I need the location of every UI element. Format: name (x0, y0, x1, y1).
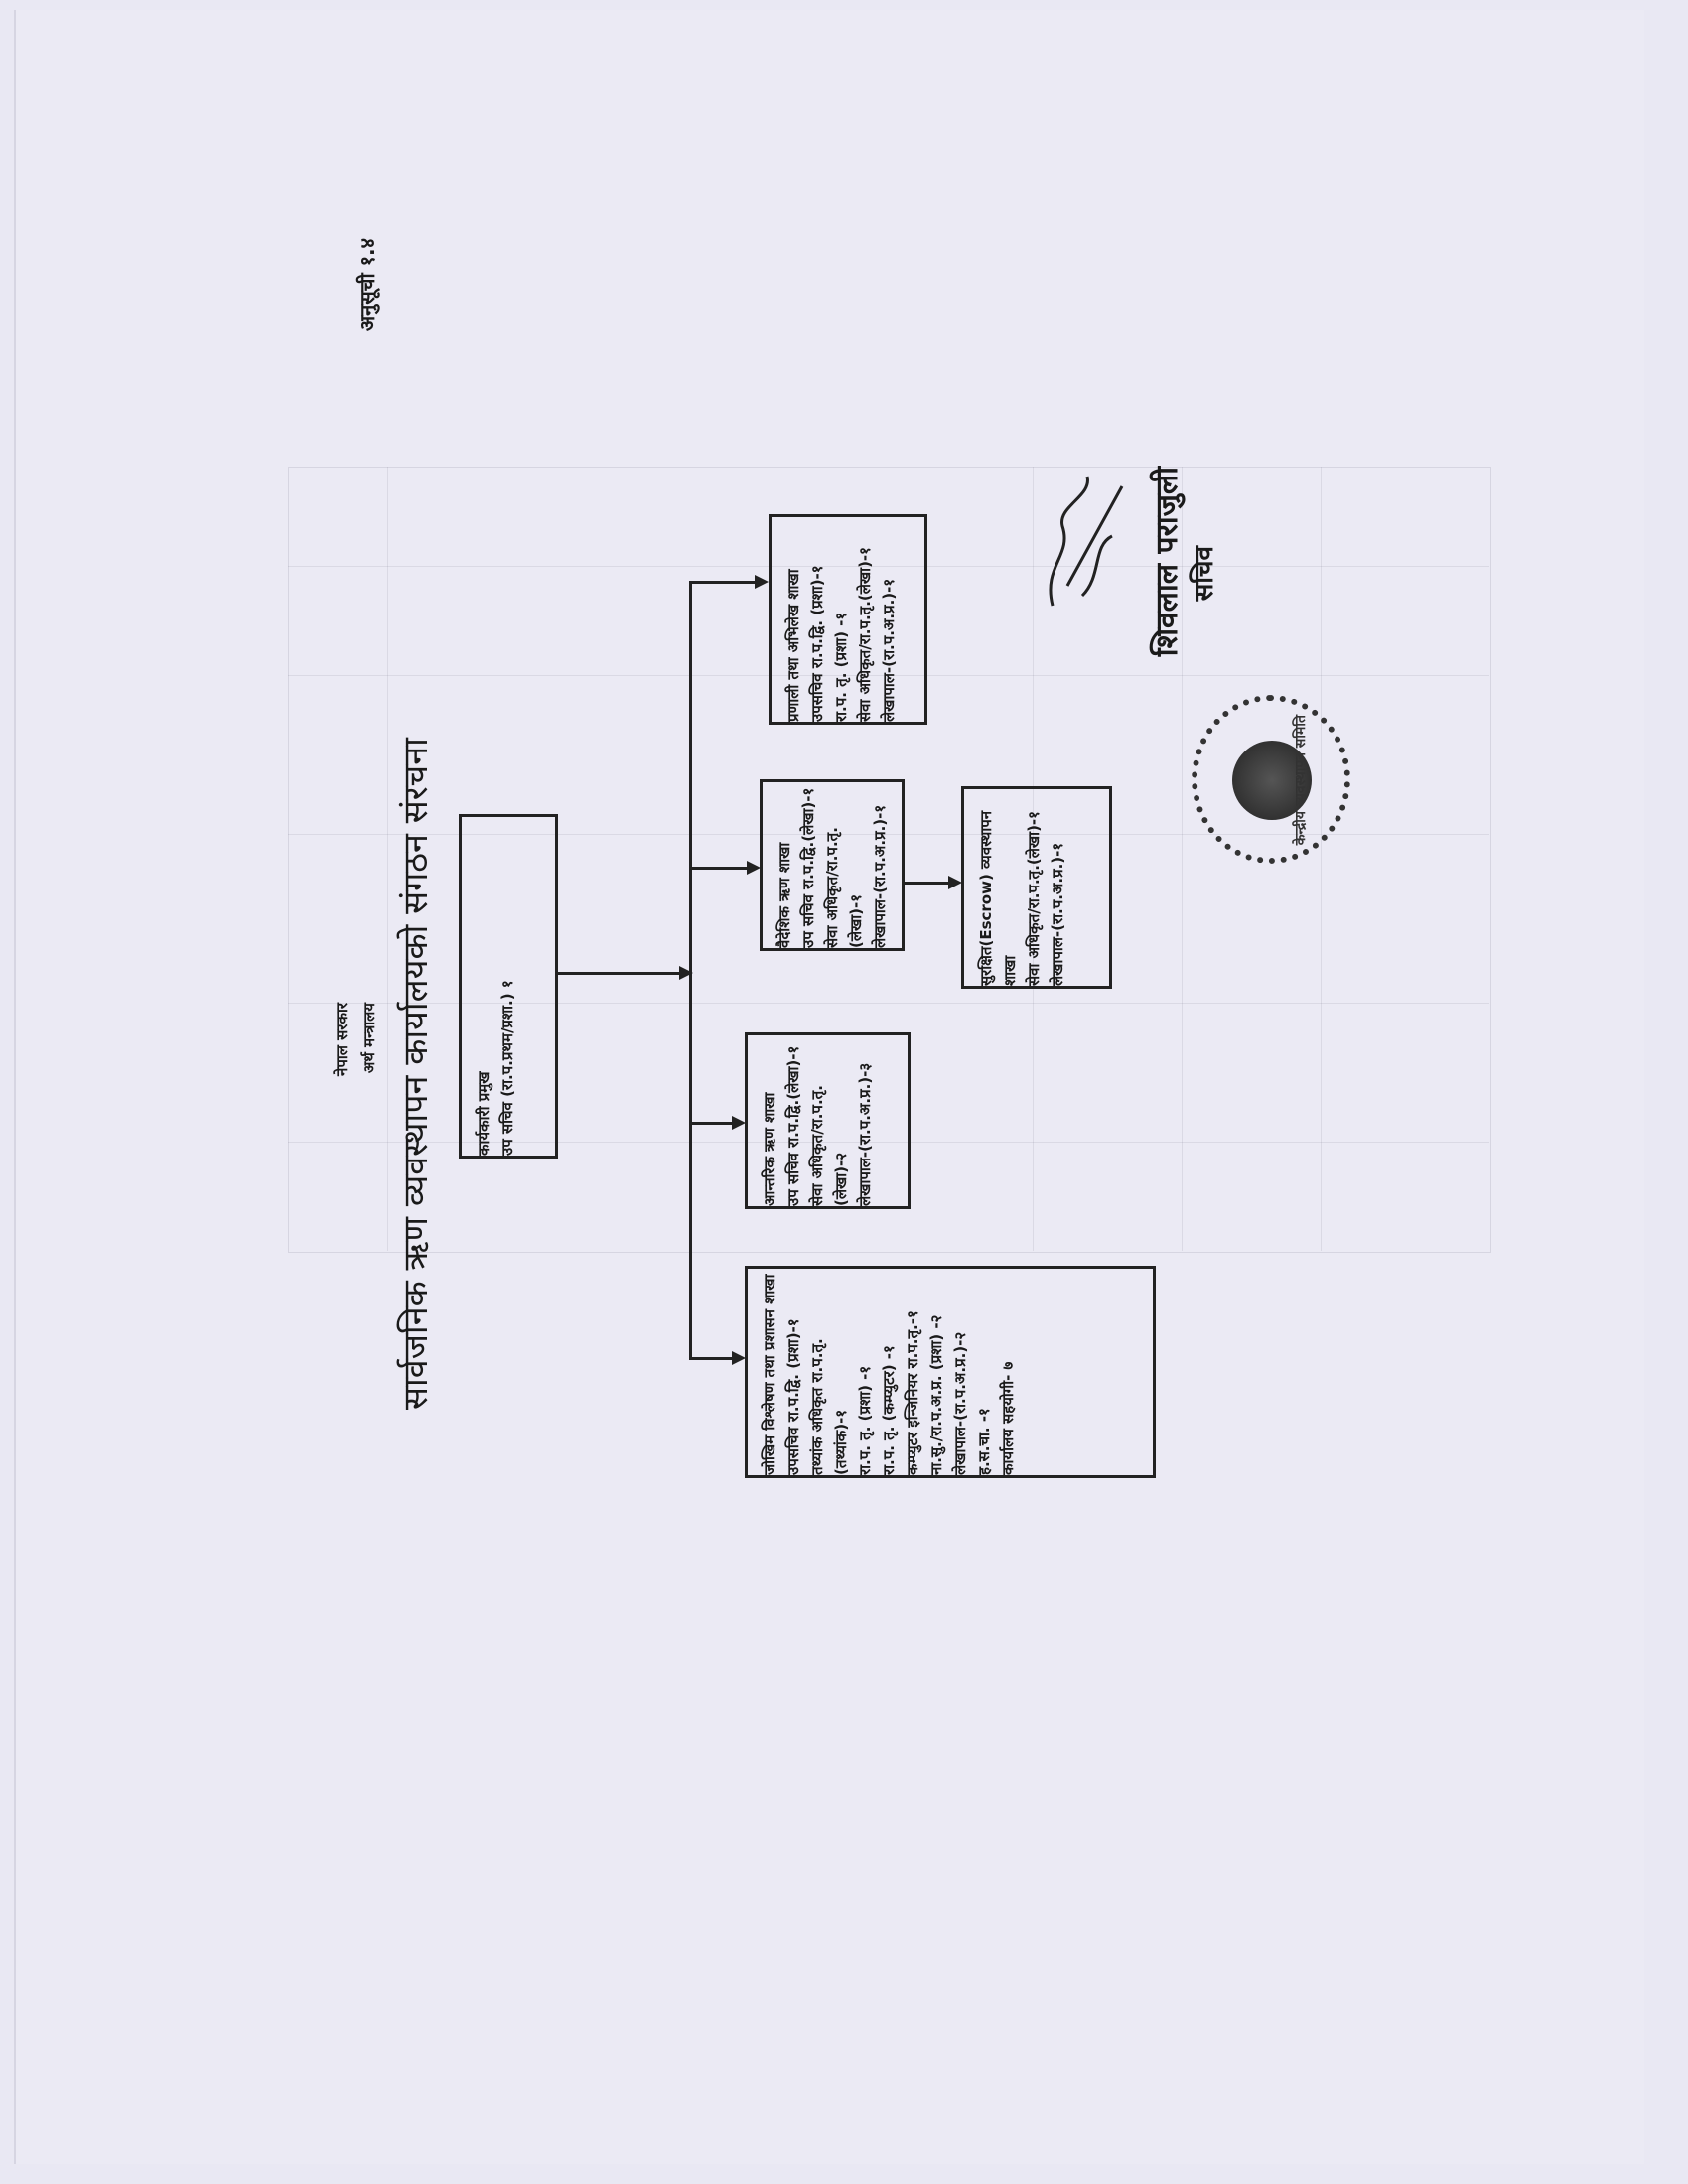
arrow-branch-3 (732, 1116, 746, 1130)
seal-text: केन्द्रीय व्यवस्थापन समिति (1293, 715, 1309, 846)
unit-line: ना.सु./रा.प.अ.प्र. (प्रशा) -२ (927, 1314, 945, 1475)
unit-line: लेखापाल-(रा.प.अ.प्र.)-३ (856, 1062, 874, 1206)
arrow-branch-4 (732, 1351, 746, 1365)
arrow-branch-2 (747, 861, 761, 875)
org-box-sub-unit: सुरक्षित(Escrow) व्यवस्थापन शाखा सेवा अधि… (961, 786, 1112, 989)
unit-line: सेवा अधिकृत/रा.प.तृ.(लेखा)-१ (1025, 811, 1043, 986)
scanned-page (14, 10, 1644, 2164)
org-box-unit-4: जोखिम विश्लेषण तथा प्रशासन शाखा उपसचिव रा… (745, 1266, 1156, 1478)
unit-line: उपसचिव रा.प.द्वि. (प्रशा)-१ (808, 565, 826, 722)
seal-emblem-icon (1232, 741, 1312, 820)
connector-branch-4 (689, 1357, 733, 1360)
connector-trunk (689, 581, 692, 1360)
unit-title: जोखिम विश्लेषण तथा प्रशासन शाखा (761, 1274, 778, 1475)
connector-branch-2 (689, 867, 747, 870)
unit-line: उप सचिव रा.प.द्वि.(लेखा)-१ (799, 787, 817, 948)
arrow-sub (948, 876, 962, 889)
annex-label: अनुसूची १.४ (355, 238, 379, 332)
head-line: उप सचिव (रा.प.प्रथम/प्रशा.) १ (498, 980, 516, 1156)
connector-branch-3 (689, 1122, 733, 1125)
signatory-role: सचिव (1190, 546, 1219, 602)
unit-line: उपसचिव रा.प.द्वि. (प्रशा)-१ (784, 1318, 802, 1475)
unit-line: लेखापाल-(रा.प.अ.प्र.)-१ (871, 804, 889, 948)
connector-head (558, 972, 681, 975)
unit-title: सुरक्षित(Escrow) व्यवस्थापन शाखा (977, 810, 1019, 986)
connector-branch-1 (689, 581, 755, 584)
unit-line: सेवा अधिकृत/रा.प.तृ.(लेखा)-२ (808, 1085, 850, 1206)
unit-line: लेखापाल-(रा.प.अ.प्र.)-१ (1049, 842, 1066, 986)
unit-line: तथ्यांक अधिकृत रा.प.तृ. (तथ्यांक)-१ (808, 1338, 850, 1475)
signatory-name: शिवलाल पराजुली (1150, 467, 1185, 657)
unit-line: रा.प. तृ. (प्रशा) -१ (832, 612, 850, 722)
unit-title: प्रणाली तथा अभिलेख शाखा (784, 569, 802, 722)
unit-line: ह.स.चा. -१ (975, 1408, 993, 1475)
unit-line: सेवा अधिकृत/रा.प.तृ.(लेखा)-१ (823, 827, 865, 948)
unit-line: लेखापाल-(रा.प.अ.प्र.)-१ (880, 578, 898, 722)
arrow-branch-1 (755, 575, 769, 589)
unit-line: कम्प्युटर इन्जिनियर रा.प.तृ.-१ (904, 1310, 921, 1475)
head-title: कार्यकारी प्रमुख (475, 1071, 492, 1156)
unit-title: वैदेशिक ऋण शाखा (775, 842, 793, 948)
org-box-head: कार्यकारी प्रमुख उप सचिव (रा.प.प्रथम/प्रश… (459, 814, 558, 1159)
ministry-name: अर्थ मन्त्रालय (360, 1003, 378, 1074)
connector-sub (905, 882, 950, 885)
page-title: सार्वजनिक ऋण व्यवस्थापन कार्यालयको संगठन… (396, 738, 436, 1410)
unit-line: कार्यालय सहयोगी- ७ (999, 1361, 1017, 1475)
org-box-unit-3: आन्तरिक ऋण शाखा उप सचिव रा.प.द्वि.(लेखा)-… (745, 1032, 911, 1209)
org-box-unit-2: वैदेशिक ऋण शाखा उप सचिव रा.प.द्वि.(लेखा)-… (760, 779, 905, 951)
unit-line: रा.प. तृ. (कम्प्युटर) -१ (880, 1345, 898, 1475)
unit-title: आन्तरिक ऋण शाखा (761, 1092, 778, 1206)
org-box-unit-1: प्रणाली तथा अभिलेख शाखा उपसचिव रा.प.द्वि.… (769, 514, 927, 725)
government-name: नेपाल सरकार (333, 1003, 351, 1076)
signature-scribble (1049, 476, 1124, 607)
unit-line: सेवा अधिकृत/रा.प.तृ.(लेखा)-१ (856, 547, 874, 722)
unit-line: उप सचिव रा.प.द्वि.(लेखा)-१ (784, 1045, 802, 1206)
official-seal (1192, 695, 1350, 864)
unit-line: रा.प. तृ. (प्रशा) -१ (856, 1365, 874, 1475)
unit-line: लेखापाल-(रा.प.अ.प्र.)-२ (951, 1331, 969, 1475)
